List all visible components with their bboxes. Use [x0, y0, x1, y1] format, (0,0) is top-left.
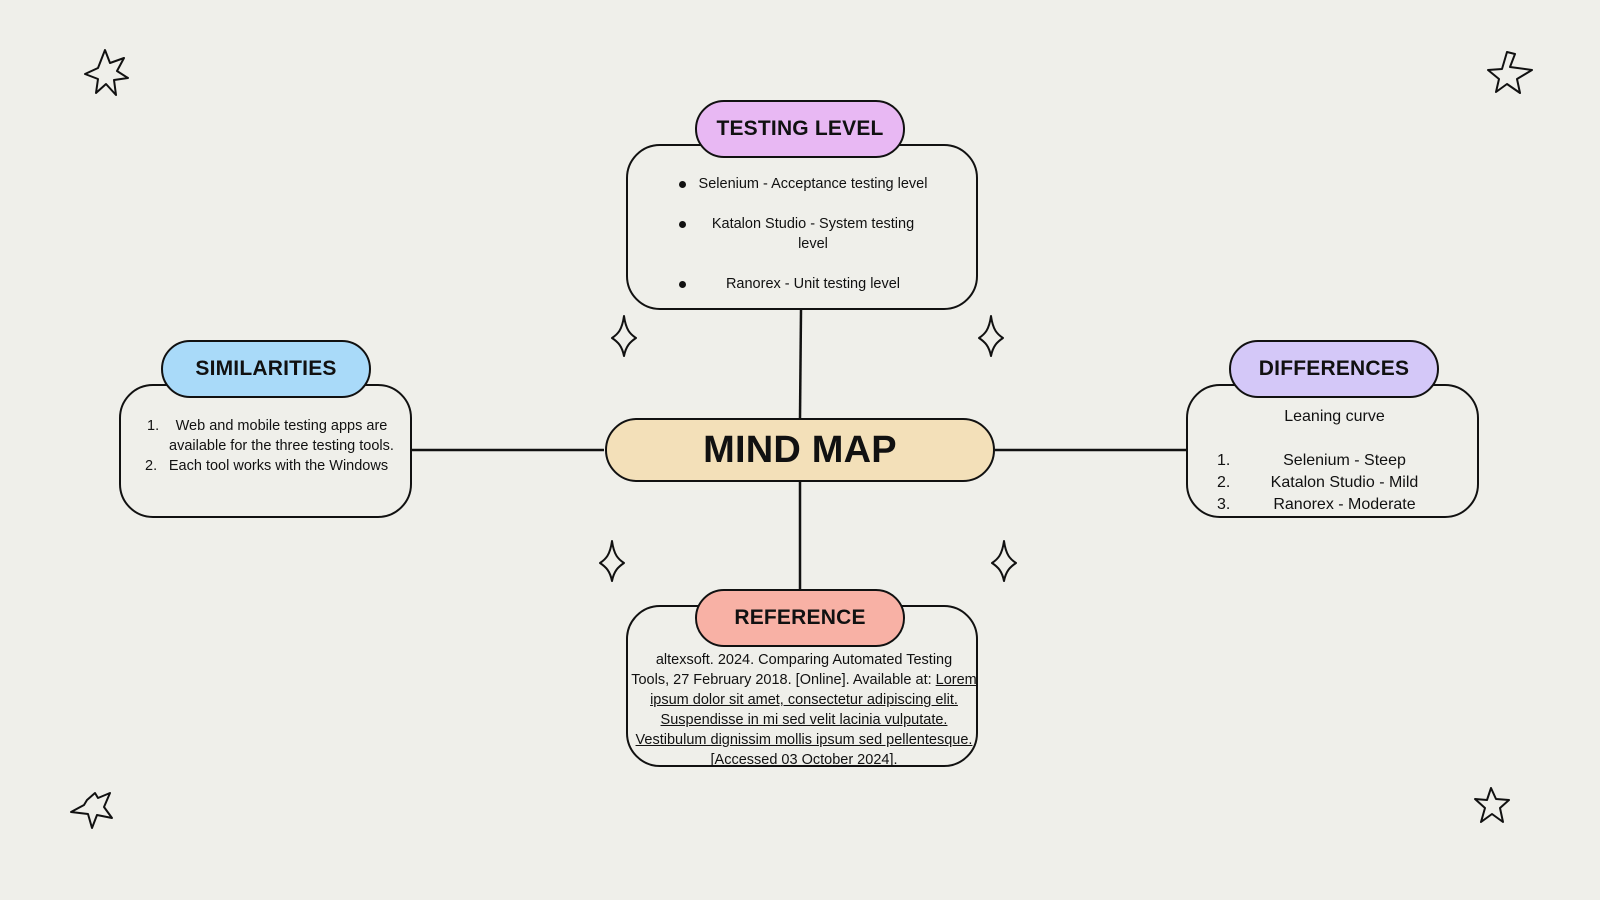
sparkle-icon	[611, 315, 637, 357]
list-number: 3.	[1217, 496, 1231, 513]
reference-link[interactable]: Suspendisse in mi sed velit lacinia vulp…	[660, 712, 948, 728]
similarities-card: 1. Web and mobile testing apps are avail…	[119, 384, 412, 518]
reference-title: REFERENCE	[734, 606, 866, 629]
list-item-text: Ranorex - Unit testing level	[725, 276, 901, 292]
list-item-text: Web and mobile testing apps are	[175, 418, 388, 434]
star-icon	[84, 49, 129, 96]
list-item-text: Selenium - Steep	[1283, 452, 1406, 469]
list-item: 2. Each tool works with the Windows	[121, 456, 414, 476]
sparkle-icon	[991, 540, 1017, 582]
reference-line: altexsoft. 2024. Comparing Automated Tes…	[628, 650, 980, 670]
connector-top	[798, 309, 803, 419]
center-title: MIND MAP	[703, 428, 897, 471]
list-item-text: Ranorex - Moderate	[1273, 496, 1416, 513]
reference-text-plain: Tools, 27 February 2018. [Online]. Avail…	[631, 672, 936, 688]
list-item: Katalon Studio - System testing level	[628, 214, 980, 274]
reference-link[interactable]: ipsum dolor sit amet, consectetur adipis…	[650, 692, 958, 708]
reference-line: [Accessed 03 October 2024].	[628, 750, 980, 770]
similarities-title: SIMILARITIES	[195, 357, 337, 380]
reference-line: Suspendisse in mi sed velit lacinia vulp…	[628, 710, 980, 730]
differences-card: Leaning curve 1. Selenium - Steep 2. Kat…	[1186, 384, 1479, 518]
list-number: 1.	[147, 418, 160, 434]
list-number: 2.	[145, 458, 158, 474]
differences-list: 1. Selenium - Steep 2. Katalon Studio - …	[1188, 450, 1481, 516]
star-icon	[1474, 787, 1510, 823]
list-item-text-cont: available for the three testing tools.	[169, 438, 394, 454]
testing-level-title: TESTING LEVEL	[716, 117, 884, 140]
reference-line: Tools, 27 February 2018. [Online]. Avail…	[628, 670, 980, 690]
star-icon	[1487, 51, 1533, 94]
bullet-icon	[679, 221, 686, 228]
reference-line: Vestibulum dignissim mollis ipsum sed pe…	[628, 730, 980, 750]
star-icon	[70, 792, 113, 829]
bullet-icon	[679, 181, 686, 188]
testing-level-list: Selenium - Acceptance testing level Kata…	[628, 174, 980, 298]
differences-subtitle: Leaning curve	[1284, 408, 1385, 425]
list-item: Ranorex - Unit testing level	[628, 274, 980, 298]
differences-header: DIFFERENCES	[1229, 340, 1439, 398]
reference-link[interactable]: Vestibulum dignissim mollis ipsum sed pe…	[635, 732, 973, 748]
differences-title: DIFFERENCES	[1258, 357, 1410, 380]
testing-level-card: Selenium - Acceptance testing level Kata…	[626, 144, 978, 310]
similarities-list: 1. Web and mobile testing apps are avail…	[121, 416, 414, 476]
reference-header: REFERENCE	[695, 589, 905, 647]
similarities-header: SIMILARITIES	[161, 340, 371, 398]
mind-map-center-node: MIND MAP	[605, 418, 995, 482]
list-item-text: Katalon Studio - System testing	[711, 216, 915, 232]
list-item: 1. Selenium - Steep	[1188, 450, 1481, 472]
list-number: 2.	[1217, 474, 1231, 491]
bullet-icon	[679, 281, 686, 288]
list-item-text: Katalon Studio - Mild	[1270, 474, 1419, 491]
sparkle-icon	[599, 540, 625, 582]
list-item-text: Each tool works with the Windows	[168, 458, 389, 474]
list-number: 1.	[1217, 452, 1231, 469]
testing-level-header: TESTING LEVEL	[695, 100, 905, 158]
reference-line: ipsum dolor sit amet, consectetur adipis…	[628, 690, 980, 710]
list-item: 2. Katalon Studio - Mild	[1188, 472, 1481, 494]
list-item-text-cont: level	[798, 236, 828, 252]
list-item-text: Selenium - Acceptance testing level	[698, 176, 928, 192]
list-item: 1. Web and mobile testing apps are avail…	[121, 416, 414, 456]
list-item: 3. Ranorex - Moderate	[1188, 494, 1481, 516]
reference-link[interactable]: Lorem	[935, 672, 977, 688]
reference-text: altexsoft. 2024. Comparing Automated Tes…	[628, 650, 980, 770]
sparkle-icon	[978, 315, 1004, 357]
reference-text-plain: [Accessed 03 October 2024].	[710, 752, 898, 768]
reference-text-plain: altexsoft. 2024. Comparing Automated Tes…	[655, 652, 953, 668]
list-item: Selenium - Acceptance testing level	[628, 174, 980, 214]
